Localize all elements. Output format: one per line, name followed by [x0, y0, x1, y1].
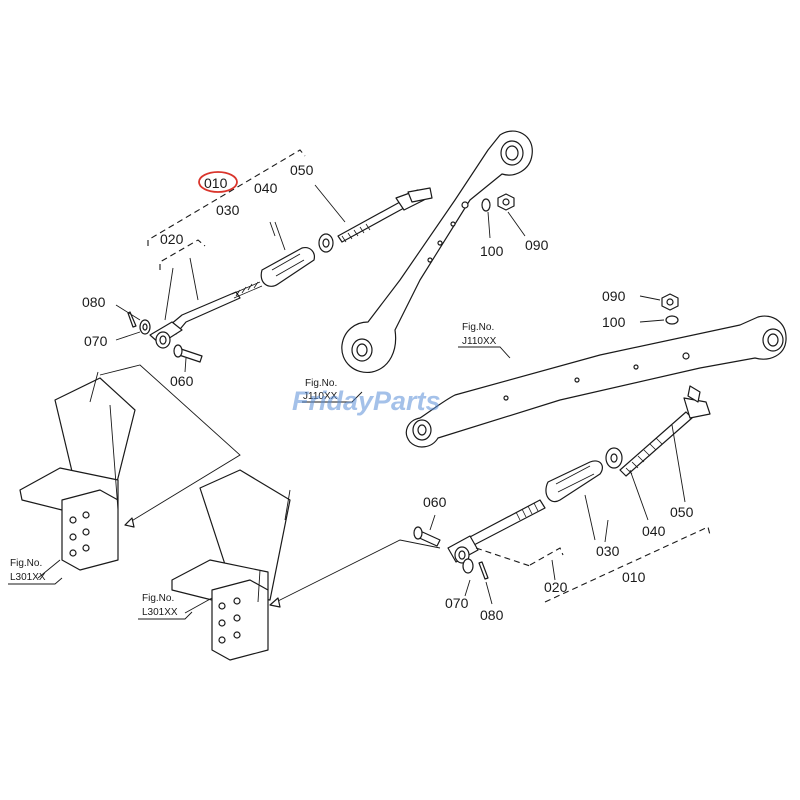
- callout-010-lower: 010: [622, 569, 646, 585]
- svg-text:J110XX: J110XX: [303, 391, 338, 402]
- lower-washer: [665, 315, 679, 325]
- svg-text:L301XX: L301XX: [142, 607, 178, 618]
- callout-020-lower: 020: [544, 579, 568, 595]
- fig-ref-left-bracket: Fig.No. L301XX: [8, 558, 63, 585]
- highlight-circle-010: [198, 171, 238, 193]
- top-link-assembly-lower: [269, 293, 711, 608]
- watermark-logo: FridayParts: [292, 386, 441, 416]
- svg-text:J110XX: J110XX: [462, 336, 497, 347]
- svg-text:Fig.No.: Fig.No.: [142, 593, 174, 604]
- callout-010: 010: [204, 175, 228, 191]
- svg-text:L301XX: L301XX: [10, 572, 46, 583]
- upper-lift-arm: [341, 130, 533, 373]
- callout-020: 020: [160, 231, 184, 247]
- right-mounting-bracket: [171, 469, 291, 661]
- callout-070: 070: [84, 333, 108, 349]
- group-bracket-020-lower: [475, 547, 564, 567]
- top-link-assembly-upper: [99, 149, 526, 528]
- callout-060-lower: 060: [423, 494, 447, 510]
- callout-070-lower: 070: [445, 595, 469, 611]
- callout-030-lower: 030: [596, 543, 620, 559]
- callout-040-lower: 040: [642, 523, 666, 539]
- callout-100-lower: 100: [602, 314, 626, 330]
- callout-050: 050: [290, 162, 314, 178]
- svg-text:Fig.No.: Fig.No.: [462, 322, 494, 333]
- callout-100: 100: [480, 243, 504, 259]
- callout-050-lower: 050: [670, 504, 694, 520]
- svg-text:Fig.No.: Fig.No.: [305, 378, 337, 389]
- callout-040: 040: [254, 180, 278, 196]
- callout-090-lower: 090: [602, 288, 626, 304]
- svg-text:Fig.No.: Fig.No.: [10, 558, 42, 569]
- fig-ref-lower-arm: Fig.No. J110XX: [458, 322, 511, 359]
- group-bracket-010: [147, 149, 306, 246]
- fig-ref-upper-arm: Fig.No. J110XX: [302, 378, 363, 403]
- fig-ref-right-bracket: Fig.No. L301XX: [138, 593, 193, 620]
- turnbuckle: [260, 247, 315, 287]
- callout-080-lower: 080: [480, 607, 504, 623]
- callout-080: 080: [82, 294, 106, 310]
- lower-lift-arm: [405, 315, 787, 448]
- callout-090: 090: [525, 237, 549, 253]
- upper-washer: [481, 198, 491, 212]
- cotter-pin: [127, 311, 137, 328]
- group-bracket-010-lower: [544, 526, 711, 603]
- group-bracket-020: [159, 239, 206, 270]
- callout-060: 060: [170, 373, 194, 389]
- turnbuckle-lower: [545, 460, 603, 503]
- callout-030: 030: [216, 202, 240, 218]
- left-mounting-bracket: [19, 371, 136, 579]
